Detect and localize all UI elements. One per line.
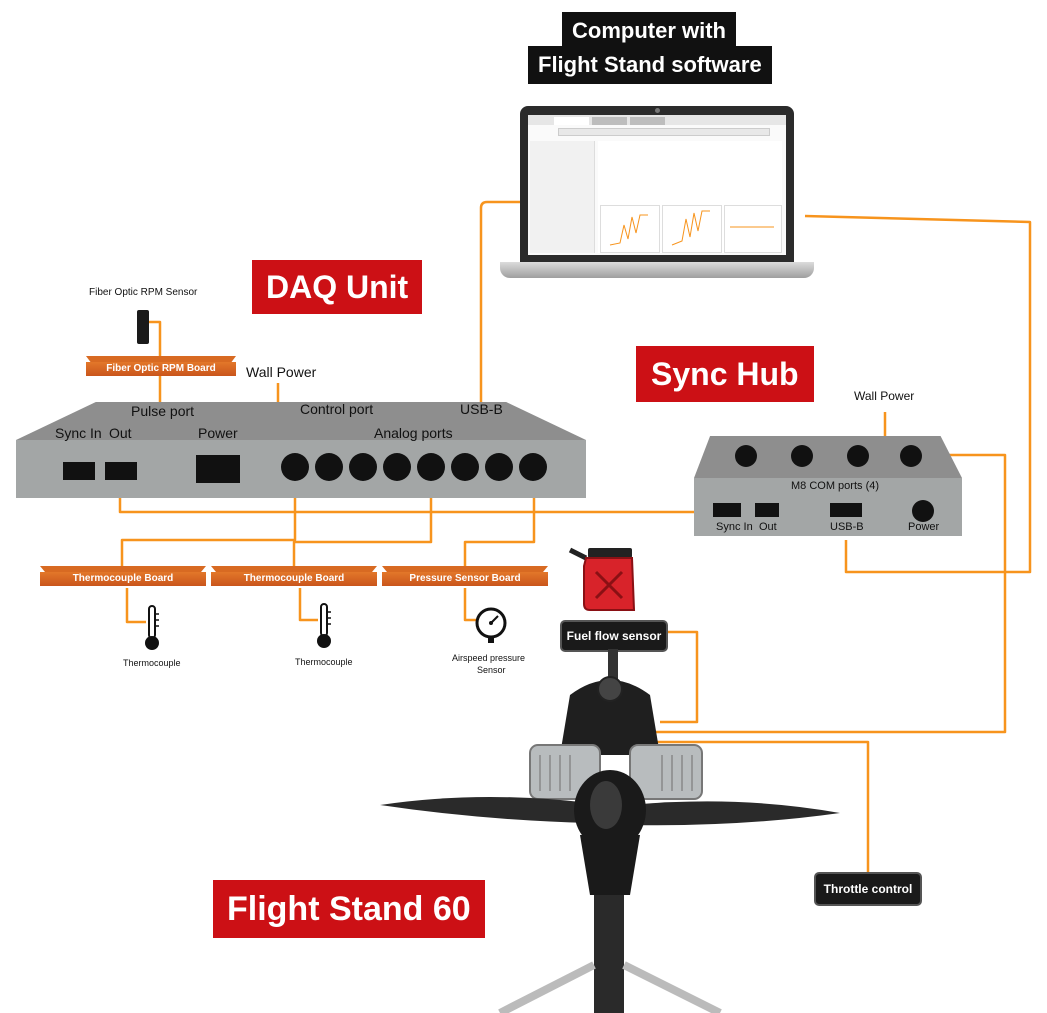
analog-port-5[interactable] <box>417 453 445 481</box>
daq-out-label: Out <box>109 425 132 441</box>
thermometer-icon <box>317 603 331 648</box>
wire-thermocouple-2 <box>298 588 318 622</box>
browser-tab <box>554 117 589 125</box>
hub-usb-port[interactable] <box>830 503 862 517</box>
analog-port-4[interactable] <box>383 453 411 481</box>
airspeed-label-line1: Airspeed pressure <box>452 653 526 663</box>
wire-daq-usb <box>479 200 520 404</box>
daq-power-port[interactable] <box>196 455 240 483</box>
analog-port-6[interactable] <box>451 453 479 481</box>
daq-wall-power-label: Wall Power <box>246 364 317 380</box>
daq-sync-in-port[interactable] <box>63 462 95 480</box>
hub-sync-in-label: Sync In <box>716 521 753 533</box>
plot-traces <box>609 210 774 246</box>
hub-power-port[interactable] <box>912 500 934 522</box>
daq-power-label: Power <box>198 425 238 441</box>
hub-power-label: Power <box>908 521 940 533</box>
computer-title-line2: Flight Stand software <box>528 46 772 84</box>
plot-3 <box>724 205 782 253</box>
fiber-optic-board: Fiber Optic RPM Board <box>86 356 236 376</box>
control-port-label: Control port <box>300 401 374 417</box>
fuel-can-icon <box>568 547 636 611</box>
hub-usb-label: USB-B <box>830 521 864 533</box>
daq-sync-in-label: Sync In <box>55 425 102 441</box>
sync-hub-title: Sync Hub <box>636 346 814 402</box>
wire-pressure <box>463 478 536 566</box>
hub-out-label: Out <box>759 521 777 533</box>
app-sidebar <box>530 141 595 253</box>
laptop <box>500 106 814 280</box>
thermometer-icon <box>145 605 159 650</box>
browser-tab <box>592 117 627 125</box>
analog-port-1[interactable] <box>281 453 309 481</box>
address-bar <box>558 128 770 136</box>
laptop-screen <box>528 115 786 255</box>
wire-throttle <box>645 740 870 875</box>
analog-port-2[interactable] <box>315 453 343 481</box>
wire-thermo-2 <box>292 478 433 566</box>
wire-thermo-1 <box>120 478 297 566</box>
wire-thermocouple-1 <box>125 588 146 624</box>
analog-port-3[interactable] <box>349 453 377 481</box>
pressure-sensor-board: Pressure Sensor Board <box>382 566 548 586</box>
hub-com-port-3[interactable] <box>847 445 869 467</box>
hub-sync-out-port[interactable] <box>755 503 779 517</box>
fiber-optic-sensor-label: Fiber Optic RPM Sensor <box>89 287 198 298</box>
wire-hub-usb <box>804 214 1032 574</box>
daq-top <box>16 402 586 440</box>
m8-com-ports-label: M8 COM ports (4) <box>791 480 880 492</box>
fuel-flow-sensor: Fuel flow sensor <box>560 620 668 652</box>
analog-port-8[interactable] <box>519 453 547 481</box>
fiber-optic-sensor-icon <box>137 310 149 344</box>
wire-fuel <box>660 630 699 724</box>
laptop-camera <box>655 108 660 113</box>
hub-com-port-1[interactable] <box>735 445 757 467</box>
laptop-base <box>500 262 814 278</box>
flight-stand-illustration <box>380 649 840 1013</box>
thermocouple-board-2: Thermocouple Board <box>211 566 377 586</box>
hub-com-port-2[interactable] <box>791 445 813 467</box>
thermocouple-label-2: Thermocouple <box>295 657 353 667</box>
hub-sync-in-port[interactable] <box>713 503 741 517</box>
thermocouple-board-1: Thermocouple Board <box>40 566 206 586</box>
thermocouple-label-1: Thermocouple <box>123 658 181 668</box>
pulse-port-label: Pulse port <box>131 403 195 419</box>
wire-airspeed <box>463 588 480 622</box>
daq-usb-label: USB-B <box>460 401 503 417</box>
computer-title-line1: Computer with <box>562 12 736 50</box>
pressure-gauge-icon <box>475 607 507 643</box>
airspeed-label-line2: Sensor <box>477 665 506 675</box>
analog-port-7[interactable] <box>485 453 513 481</box>
hub-wall-power-label: Wall Power <box>854 389 915 403</box>
throttle-control: Throttle control <box>814 872 922 906</box>
analog-ports-label: Analog ports <box>374 425 453 441</box>
wire-hub-com <box>640 453 1007 734</box>
hub-com-port-4[interactable] <box>900 445 922 467</box>
daq-sync-out-port[interactable] <box>105 462 137 480</box>
daq-title: DAQ Unit <box>252 260 423 314</box>
flight-stand-title: Flight Stand 60 <box>213 880 485 938</box>
browser-tab <box>630 117 665 125</box>
